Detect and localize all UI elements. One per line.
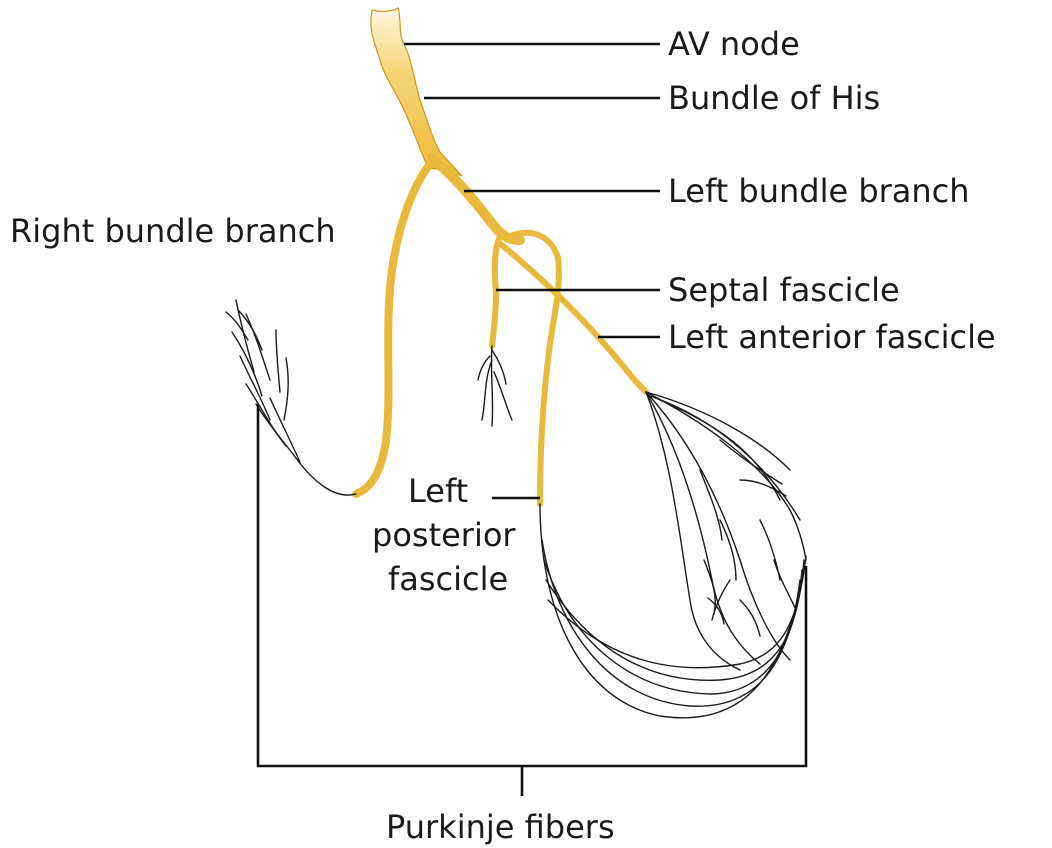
septal-fascicle-label: Septal fascicle bbox=[668, 271, 900, 309]
right-purkinje-fibers bbox=[226, 300, 356, 495]
posterior-purkinje-fibers bbox=[540, 504, 806, 718]
left-bundle-branch-label: Left bundle branch bbox=[668, 172, 970, 210]
right-bundle-branch bbox=[356, 164, 430, 494]
anterior-purkinje-fibers bbox=[646, 392, 806, 670]
septal-purkinje-fibers bbox=[478, 346, 512, 426]
left-posterior-fascicle-label-line1: Left bbox=[408, 472, 468, 510]
left-anterior-fascicle-label: Left anterior fascicle bbox=[668, 318, 996, 356]
left-posterior-fascicle-label-line3: fascicle bbox=[388, 560, 508, 598]
bundle-of-his-label: Bundle of His bbox=[668, 79, 880, 117]
av-node-label: AV node bbox=[668, 25, 800, 63]
purkinje-fibers-label: Purkinje fibers bbox=[386, 808, 615, 846]
purkinje-bracket bbox=[258, 404, 806, 796]
left-anterior-fascicle bbox=[498, 242, 646, 392]
av-node-bundle-of-his bbox=[371, 8, 462, 176]
left-bundle-branch bbox=[432, 158, 520, 240]
left-posterior-fascicle-label-line2: posterior bbox=[372, 516, 516, 554]
right-bundle-branch-label: Right bundle branch bbox=[10, 212, 336, 250]
